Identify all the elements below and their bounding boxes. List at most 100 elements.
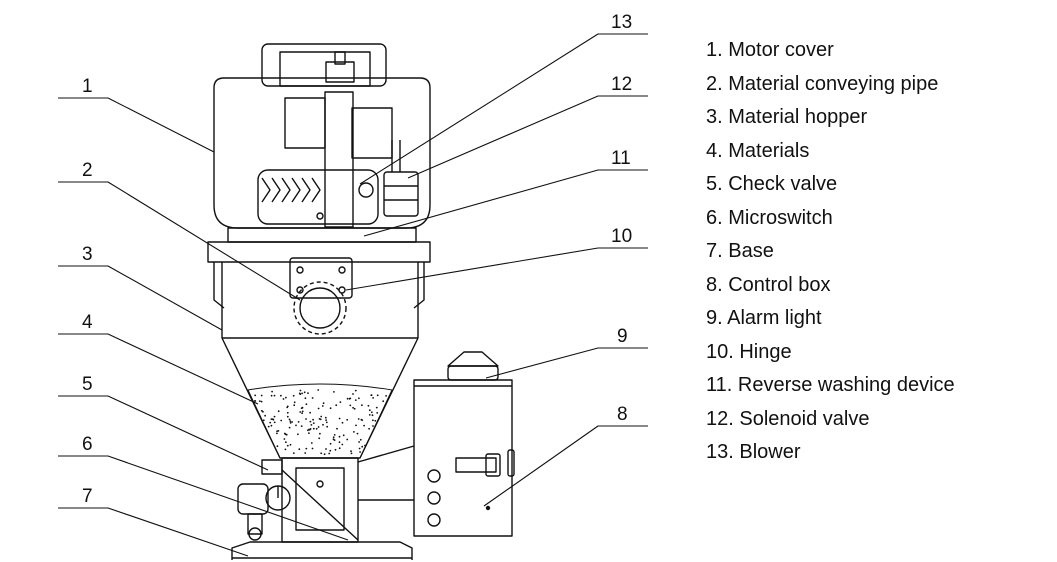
material-dot xyxy=(358,397,360,400)
callout-2: 2 xyxy=(82,160,93,181)
material-dot xyxy=(326,425,329,428)
material-dot xyxy=(289,443,292,446)
material-dot xyxy=(358,441,360,443)
material-dot xyxy=(273,394,276,397)
material-dot xyxy=(304,452,307,454)
material-dot xyxy=(364,444,366,447)
material-dot xyxy=(293,401,296,404)
material-dot xyxy=(335,404,338,407)
material-dot xyxy=(304,397,307,400)
material-dot xyxy=(303,391,306,394)
leader-2 xyxy=(58,181,301,301)
leader-7 xyxy=(58,507,249,557)
material-dot xyxy=(346,438,349,441)
material-dot xyxy=(370,411,373,414)
material-dot xyxy=(350,450,352,453)
material-dot xyxy=(311,447,314,450)
material-dot xyxy=(307,392,309,394)
material-dot xyxy=(359,438,362,441)
material-dot xyxy=(262,410,264,413)
material-dot xyxy=(372,397,374,399)
material-dot xyxy=(354,399,357,401)
material-dot xyxy=(354,389,357,392)
material-dot xyxy=(311,397,314,399)
material-dot xyxy=(292,394,295,397)
material-dot xyxy=(350,452,353,455)
material-dot xyxy=(286,415,289,418)
material-dot xyxy=(346,397,349,400)
material-dot xyxy=(368,409,371,412)
material-dot xyxy=(385,395,387,397)
legend-item: 4. Materials xyxy=(706,139,810,162)
material-dot xyxy=(308,432,310,434)
material-dot xyxy=(297,433,299,436)
material-dot xyxy=(312,418,314,421)
material-dot xyxy=(300,407,303,410)
materials xyxy=(247,383,393,459)
material-dot xyxy=(341,443,344,446)
material-dot xyxy=(349,404,352,407)
material-dot xyxy=(370,394,373,396)
material-dot xyxy=(361,445,364,448)
material-dot xyxy=(286,411,289,414)
material-dot xyxy=(372,425,374,427)
callout-1: 1 xyxy=(82,76,93,97)
material-dot xyxy=(336,427,338,430)
legend-item: 8. Control box xyxy=(706,273,831,296)
legend-item: 3. Material hopper xyxy=(706,106,868,128)
material-dot xyxy=(267,425,270,428)
callout-12: 12 xyxy=(611,74,632,95)
motor-cover xyxy=(213,43,431,229)
material-dot xyxy=(374,419,377,422)
material-dot xyxy=(332,438,335,441)
leader-lines xyxy=(58,33,648,557)
material-dot xyxy=(260,400,263,403)
material-dot xyxy=(254,400,257,402)
material-dot xyxy=(358,447,361,450)
leader-8 xyxy=(483,425,648,507)
material-dot xyxy=(321,405,324,407)
leader-9 xyxy=(485,347,648,379)
material-dot xyxy=(273,415,276,418)
material-dot xyxy=(320,452,323,455)
material-dot xyxy=(352,393,354,395)
callout-13: 13 xyxy=(611,12,632,33)
material-dot xyxy=(338,435,341,438)
material-dot xyxy=(359,451,361,453)
material-dot xyxy=(286,405,289,408)
material-dot xyxy=(301,410,304,413)
material-dot xyxy=(353,407,356,410)
material-dot xyxy=(310,442,313,444)
material-dot xyxy=(273,421,276,424)
material-dot xyxy=(325,421,328,424)
material-dot xyxy=(361,404,363,407)
legend-item: 7. Base xyxy=(706,240,774,262)
material-dot xyxy=(318,437,321,440)
material-dot xyxy=(372,419,374,422)
material-dot xyxy=(368,414,371,416)
material-dot xyxy=(317,426,320,428)
material-dot xyxy=(357,418,360,420)
blower xyxy=(257,91,393,228)
material-dot xyxy=(271,418,274,420)
material-dot xyxy=(300,425,303,427)
leader-11 xyxy=(363,169,648,237)
material-dot xyxy=(284,448,287,451)
material-dot xyxy=(295,424,297,427)
material-dot xyxy=(283,438,286,440)
material-dot xyxy=(353,431,355,433)
material-dot xyxy=(298,392,301,395)
callout-9: 9 xyxy=(617,326,628,347)
material-dot xyxy=(254,394,257,397)
material-dot xyxy=(367,404,370,407)
control-box xyxy=(357,379,515,537)
material-dot xyxy=(332,436,335,439)
material-dot xyxy=(307,429,309,432)
material-dot xyxy=(382,400,385,403)
check-valve xyxy=(281,457,359,543)
material-dot xyxy=(317,389,320,391)
material-dot xyxy=(363,424,365,427)
material-dot xyxy=(328,452,331,455)
callout-10: 10 xyxy=(611,226,632,247)
